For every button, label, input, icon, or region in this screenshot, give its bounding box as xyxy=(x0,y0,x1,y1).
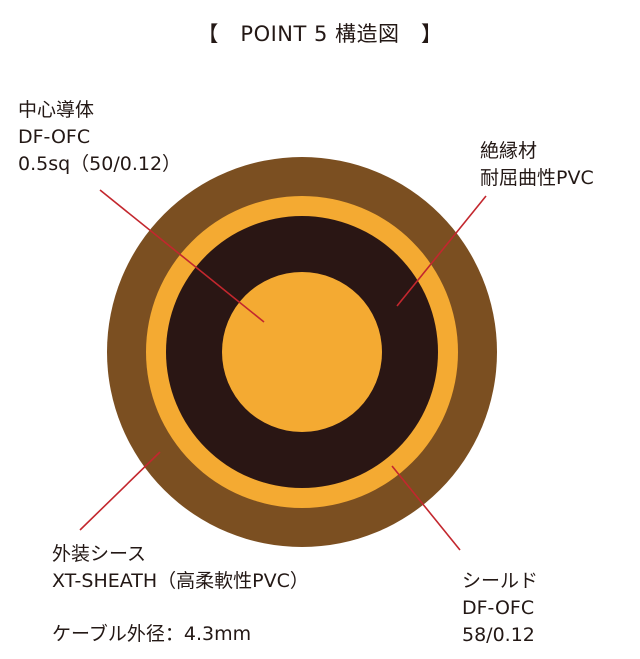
insulation-leader-line xyxy=(396,195,487,307)
shield-label-name: シールド xyxy=(462,570,539,592)
insulation-label: 絶縁材 耐屈曲性PVC xyxy=(480,138,594,192)
cable-diameter-label: ケーブル外径：4.3mm xyxy=(52,623,252,645)
insulation-label-name: 絶縁材 xyxy=(480,140,538,162)
conductor-label-spec: 0.5sq（50/0.12） xyxy=(18,153,182,175)
conductor-label-material: DF-OFC xyxy=(18,126,91,148)
shield-label-spec: 58/0.12 xyxy=(462,624,535,646)
sheath-label: 外装シース XT-SHEATH（高柔軟性PVC） xyxy=(52,541,309,595)
sheath-label-material: XT-SHEATH（高柔軟性PVC） xyxy=(52,570,309,592)
shield-label-material: DF-OFC xyxy=(462,597,535,619)
sheath-label-name: 外装シース xyxy=(52,543,147,565)
insulation-label-material: 耐屈曲性PVC xyxy=(480,167,594,189)
center-conductor xyxy=(222,272,382,432)
sheath-leader-line xyxy=(79,451,161,531)
page-title: 【 POINT 5 構造図 】 xyxy=(197,22,443,46)
conductor-label-name: 中心導体 xyxy=(18,99,95,121)
conductor-leader-line xyxy=(99,189,265,323)
shield-label: シールド DF-OFC 58/0.12 xyxy=(462,568,538,649)
conductor-label: 中心導体 DF-OFC 0.5sq（50/0.12） xyxy=(18,97,181,178)
shield-leader-line xyxy=(391,465,461,551)
